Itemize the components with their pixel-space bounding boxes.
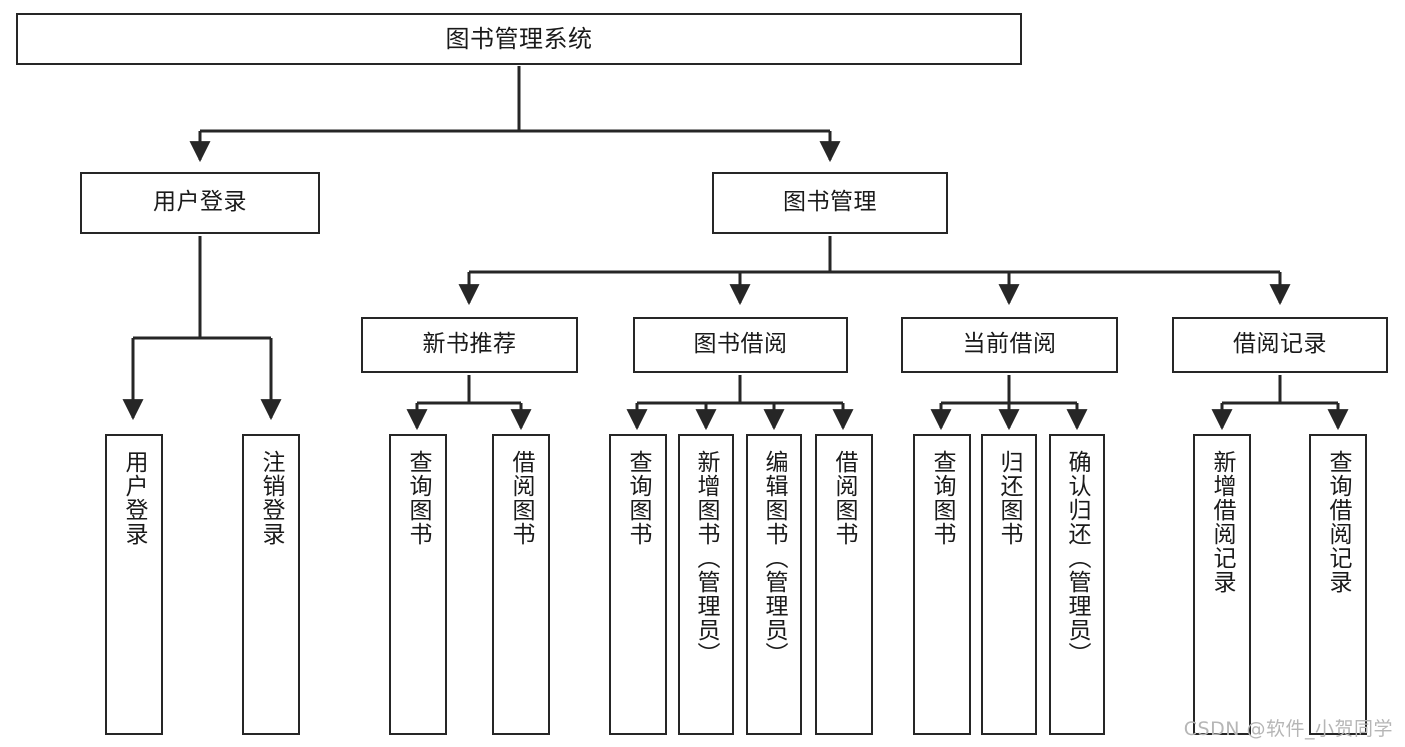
leaf-return-book[interactable]: 归还图书: [981, 434, 1037, 735]
node-book-borrow[interactable]: 图书借阅: [633, 317, 848, 373]
leaf-query-borrow-record[interactable]: 查询借阅记录: [1309, 434, 1367, 735]
node-label: 查询图书: [405, 450, 432, 546]
node-label: 注销登录: [258, 450, 285, 546]
node-label: 新书推荐: [422, 331, 517, 358]
node-root-book-management-system[interactable]: 图书管理系统: [16, 13, 1022, 65]
node-label: 当前借阅: [962, 331, 1057, 358]
node-label: 图书管理: [783, 189, 877, 216]
node-user-login[interactable]: 用户登录: [80, 172, 320, 234]
node-label: 用户登录: [153, 189, 247, 216]
leaf-borrow-book-recommend[interactable]: 借阅图书: [492, 434, 550, 735]
node-label: 借阅记录: [1233, 331, 1327, 358]
node-label: 图书借阅: [693, 331, 788, 358]
node-label: 新增借阅记录: [1209, 450, 1236, 594]
node-label: 新增图书（管理员）: [693, 450, 720, 666]
node-new-book-recommend[interactable]: 新书推荐: [361, 317, 578, 373]
node-label: 归还图书: [996, 450, 1023, 546]
leaf-edit-book-admin[interactable]: 编辑图书（管理员）: [746, 434, 802, 735]
node-label: 编辑图书（管理员）: [761, 450, 788, 666]
node-book-management[interactable]: 图书管理: [712, 172, 948, 234]
node-label: 借阅图书: [831, 450, 858, 546]
leaf-query-book-recommend[interactable]: 查询图书: [389, 434, 447, 735]
leaf-user-login[interactable]: 用户登录: [105, 434, 163, 735]
node-label: 查询借阅记录: [1325, 450, 1352, 594]
leaf-query-book-borrow[interactable]: 查询图书: [609, 434, 667, 735]
leaf-logout-login[interactable]: 注销登录: [242, 434, 300, 735]
node-label: 确认归还（管理员）: [1064, 450, 1091, 666]
leaf-confirm-return-admin[interactable]: 确认归还（管理员）: [1049, 434, 1105, 735]
node-label: 图书管理系统: [445, 24, 593, 53]
leaf-add-borrow-record[interactable]: 新增借阅记录: [1193, 434, 1251, 735]
node-label: 借阅图书: [508, 450, 535, 546]
node-label: 用户登录: [121, 450, 148, 546]
node-borrow-record[interactable]: 借阅记录: [1172, 317, 1388, 373]
node-label: 查询图书: [929, 450, 956, 546]
node-current-borrow[interactable]: 当前借阅: [901, 317, 1118, 373]
leaf-borrow-book[interactable]: 借阅图书: [815, 434, 873, 735]
leaf-query-book-current[interactable]: 查询图书: [913, 434, 971, 735]
node-label: 查询图书: [625, 450, 652, 546]
leaf-add-book-admin[interactable]: 新增图书（管理员）: [678, 434, 734, 735]
